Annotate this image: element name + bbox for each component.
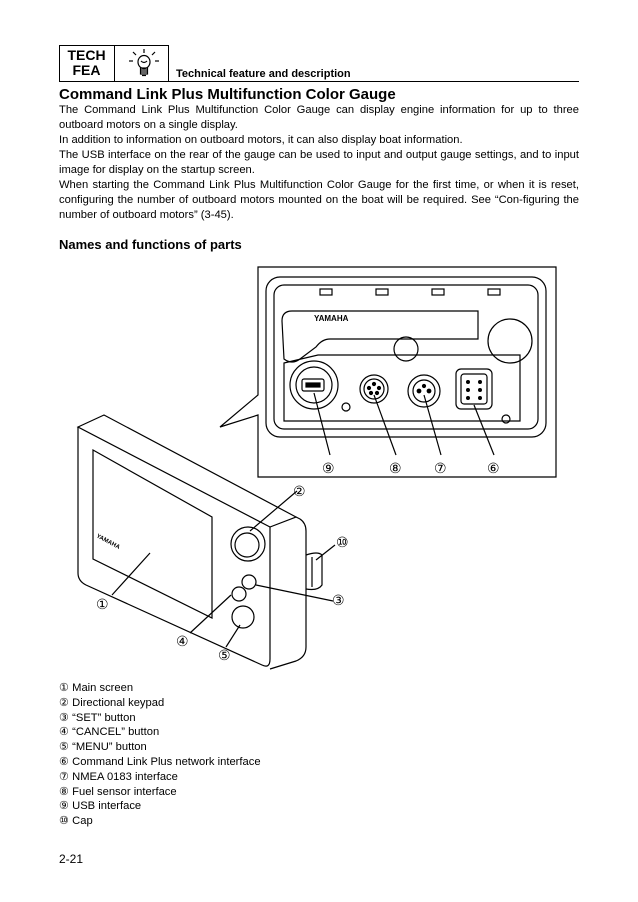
section-title: Command Link Plus Multifunction Color Ga… [59,86,396,103]
legend-item: ⑥ Command Link Plus network interface [59,755,261,768]
legend-item: ③ “SET” button [59,711,136,724]
paragraph-1: The Command Link Plus Multifunction Colo… [59,104,579,131]
legend-item: ⑧ Fuel sensor interface [59,785,177,798]
callout-3: ③ [332,592,345,608]
main-screen [92,448,213,619]
callout-1: ① [96,596,109,612]
gauge-figure: YAMAHA YAMAHA ① ② ③ ④ ⑤ ⑥ ⑦ ⑧ ⑨ ⑩ [76,266,557,670]
tech-fea-label: TECH FEA [59,45,115,82]
rear-view-frame [219,266,557,478]
front-brand-label: YAMAHA [95,533,121,551]
legend-item: ⑩ Cap [59,815,93,828]
rear-brand-label: YAMAHA [314,314,349,323]
fea-label: FEA [72,62,101,78]
tech-label: TECH [67,47,106,63]
legend-item: ⑦ NMEA 0183 interface [59,770,178,783]
legend-item: ② Directional keypad [59,696,165,709]
parts-legend: ① Main screen ② Directional keypad ③ “SE… [59,681,261,829]
legend-item: ④ “CANCEL” button [59,726,160,739]
callout-2: ② [293,483,306,499]
header-caption: Technical feature and description [176,68,351,80]
page-number: 2-21 [59,852,84,866]
rear-panel [265,276,547,438]
callout-9: ⑨ [322,460,335,476]
callout-4: ④ [176,633,189,649]
lightbulb-icon [129,49,159,77]
callout-5: ⑤ [218,647,231,663]
legend-item: ① Main screen [59,682,134,694]
paragraph-2: In addition to information on outboard m… [59,134,463,146]
subheading: Names and functions of parts [59,237,242,252]
legend-item: ⑨ USB interface [59,800,142,813]
callout-8: ⑧ [389,460,402,476]
header-rule [59,81,579,82]
callout-7: ⑦ [434,460,447,476]
callout-10: ⑩ [336,534,349,550]
callout-6: ⑥ [487,460,500,476]
paragraph-3: The USB interface on the rear of the gau… [59,149,579,176]
legend-item: ⑤ “MENU” button [59,741,147,754]
paragraph-4: When starting the Command Link Plus Mult… [59,179,579,221]
